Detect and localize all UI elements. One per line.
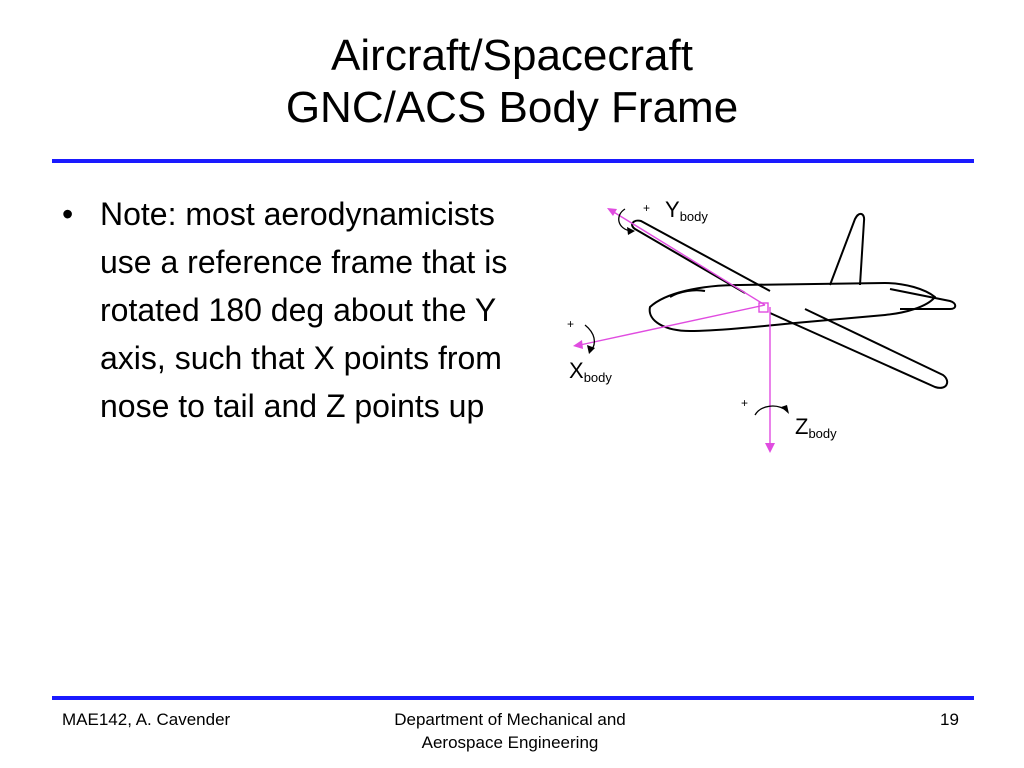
- lower-wing: [769, 308, 949, 389]
- title-divider: [52, 159, 974, 163]
- axes: [573, 208, 775, 453]
- z-arrowhead: [765, 443, 775, 453]
- origin-marker: [758, 302, 769, 313]
- page-number: 19: [940, 710, 959, 729]
- footer-author: MAE142, A. Cavender: [62, 710, 231, 729]
- axis-labels: + Ybody + Xbody + Zbody: [567, 197, 837, 441]
- footer-divider: [52, 696, 974, 700]
- y-axis: [611, 210, 766, 306]
- bullet-list: • Note: most aerodynamicists use a refer…: [58, 190, 508, 430]
- bullet-item: • Note: most aerodynamicists use a refer…: [58, 190, 508, 430]
- y-rotation-arc: [618, 208, 632, 232]
- horizontal-stabilizer: [889, 288, 957, 310]
- title-line-1: Aircraft/Spacecraft: [331, 31, 693, 80]
- z-rotation-arrow-icon: [781, 405, 789, 414]
- footer-department-line-2: Aerospace Engineering: [421, 733, 599, 752]
- bullet-text: Note: most aerodynamicists use a referen…: [100, 196, 508, 424]
- title-line-2: GNC/ACS Body Frame: [285, 83, 739, 132]
- y-axis-label: Ybody: [665, 197, 708, 224]
- aircraft-body-frame-diagram: + Ybody + Xbody + Zbody: [567, 197, 957, 453]
- y-arrowhead: [607, 208, 617, 216]
- bullet-dot-icon: •: [62, 196, 74, 232]
- aircraft-outline: [631, 213, 957, 389]
- x-arrowhead: [573, 340, 583, 349]
- footer-department: Department of Mechanical and Aerospace E…: [330, 708, 690, 754]
- y-plus-sign: +: [643, 201, 650, 215]
- z-plus-sign: +: [741, 396, 748, 410]
- x-axis: [579, 304, 766, 346]
- rotation-arcs: [584, 208, 789, 416]
- slide-title: Aircraft/Spacecraft GNC/ACS Body Frame: [0, 30, 1024, 134]
- x-axis-label: Xbody: [569, 358, 612, 385]
- y-rotation-arrow-icon: [627, 227, 635, 235]
- cockpit: [669, 289, 706, 298]
- fuselage: [648, 282, 936, 332]
- footer-department-line-1: Department of Mechanical and: [394, 710, 626, 729]
- z-axis-label: Zbody: [795, 414, 837, 441]
- vertical-tail: [829, 213, 866, 286]
- x-rotation-arrow-icon: [587, 345, 595, 354]
- x-plus-sign: +: [567, 317, 574, 331]
- upper-wing: [631, 219, 771, 294]
